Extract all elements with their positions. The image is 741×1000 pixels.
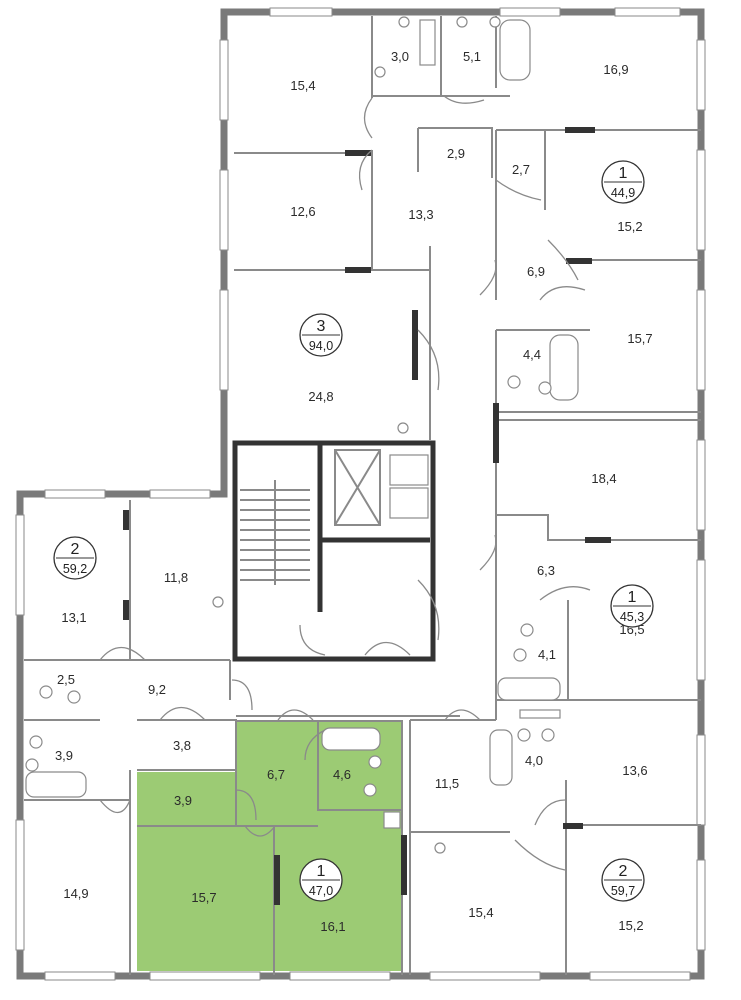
room-area: 6,7 xyxy=(267,767,285,782)
wall-accents xyxy=(123,127,611,905)
room-area: 15,7 xyxy=(191,890,216,905)
highlighted-apartment[interactable] xyxy=(137,721,402,971)
room-area: 13,1 xyxy=(61,610,86,625)
apartment-rooms: 3 xyxy=(317,318,326,335)
outer-walls xyxy=(15,7,706,981)
bath-fixtures xyxy=(25,16,579,854)
room-area: 4,0 xyxy=(525,753,543,768)
room-area: 3,9 xyxy=(55,748,73,763)
apartment-rooms: 1 xyxy=(619,165,628,182)
apartment-area: 94,0 xyxy=(309,339,333,353)
apartment-badge[interactable]: 2 59,2 xyxy=(53,536,97,580)
room-area: 24,8 xyxy=(308,389,333,404)
room-area: 3,0 xyxy=(391,49,409,64)
room-area: 15,2 xyxy=(617,219,642,234)
room-area: 11,8 xyxy=(164,570,188,585)
room-area: 15,7 xyxy=(627,331,652,346)
room-area: 16,9 xyxy=(603,62,628,77)
apartment-badge[interactable]: 1 45,3 xyxy=(610,584,654,628)
apartment-rooms: 1 xyxy=(317,863,326,880)
room-area: 2,9 xyxy=(447,146,465,161)
apartment-rooms: 1 xyxy=(628,589,637,606)
room-labels: 15,4 3,0 5,1 16,9 2,9 2,7 12,6 13,3 15,2… xyxy=(55,49,653,934)
room-area: 15,4 xyxy=(468,905,493,920)
apartment-area: 59,7 xyxy=(611,884,635,898)
room-area: 14,9 xyxy=(63,886,88,901)
apartment-badge[interactable]: 2 59,7 xyxy=(601,858,645,902)
apartment-badge[interactable]: 3 94,0 xyxy=(299,313,343,357)
room-area: 11,5 xyxy=(435,776,459,791)
room-area: 4,6 xyxy=(333,767,351,782)
room-area: 5,1 xyxy=(463,49,481,64)
stair-core xyxy=(232,440,436,662)
room-area: 18,4 xyxy=(591,471,616,486)
room-area: 2,7 xyxy=(512,162,530,177)
room-area: 13,6 xyxy=(622,763,647,778)
apartment-area: 45,3 xyxy=(620,610,644,624)
apartment-badge[interactable]: 1 47,0 xyxy=(299,858,343,902)
room-area: 13,3 xyxy=(408,207,433,222)
apartment-badge[interactable]: 1 44,9 xyxy=(601,160,645,204)
room-area: 2,5 xyxy=(57,672,75,687)
room-area: 9,2 xyxy=(148,682,166,697)
room-area: 6,3 xyxy=(537,563,555,578)
room-area: 12,6 xyxy=(290,204,315,219)
apartment-area: 59,2 xyxy=(63,562,87,576)
room-area: 6,9 xyxy=(527,264,545,279)
room-area: 4,4 xyxy=(523,347,541,362)
room-area: 16,1 xyxy=(320,919,345,934)
apartment-area: 47,0 xyxy=(309,884,333,898)
interior-walls xyxy=(24,16,701,975)
doors xyxy=(99,95,591,871)
room-area: 3,8 xyxy=(173,738,191,753)
room-area: 15,2 xyxy=(618,918,643,933)
apartment-area: 44,9 xyxy=(611,186,635,200)
room-area: 4,1 xyxy=(538,647,556,662)
apartment-rooms: 2 xyxy=(71,541,80,558)
room-area: 3,9 xyxy=(174,793,192,808)
room-area: 15,4 xyxy=(290,78,315,93)
apartment-rooms: 2 xyxy=(619,863,628,880)
